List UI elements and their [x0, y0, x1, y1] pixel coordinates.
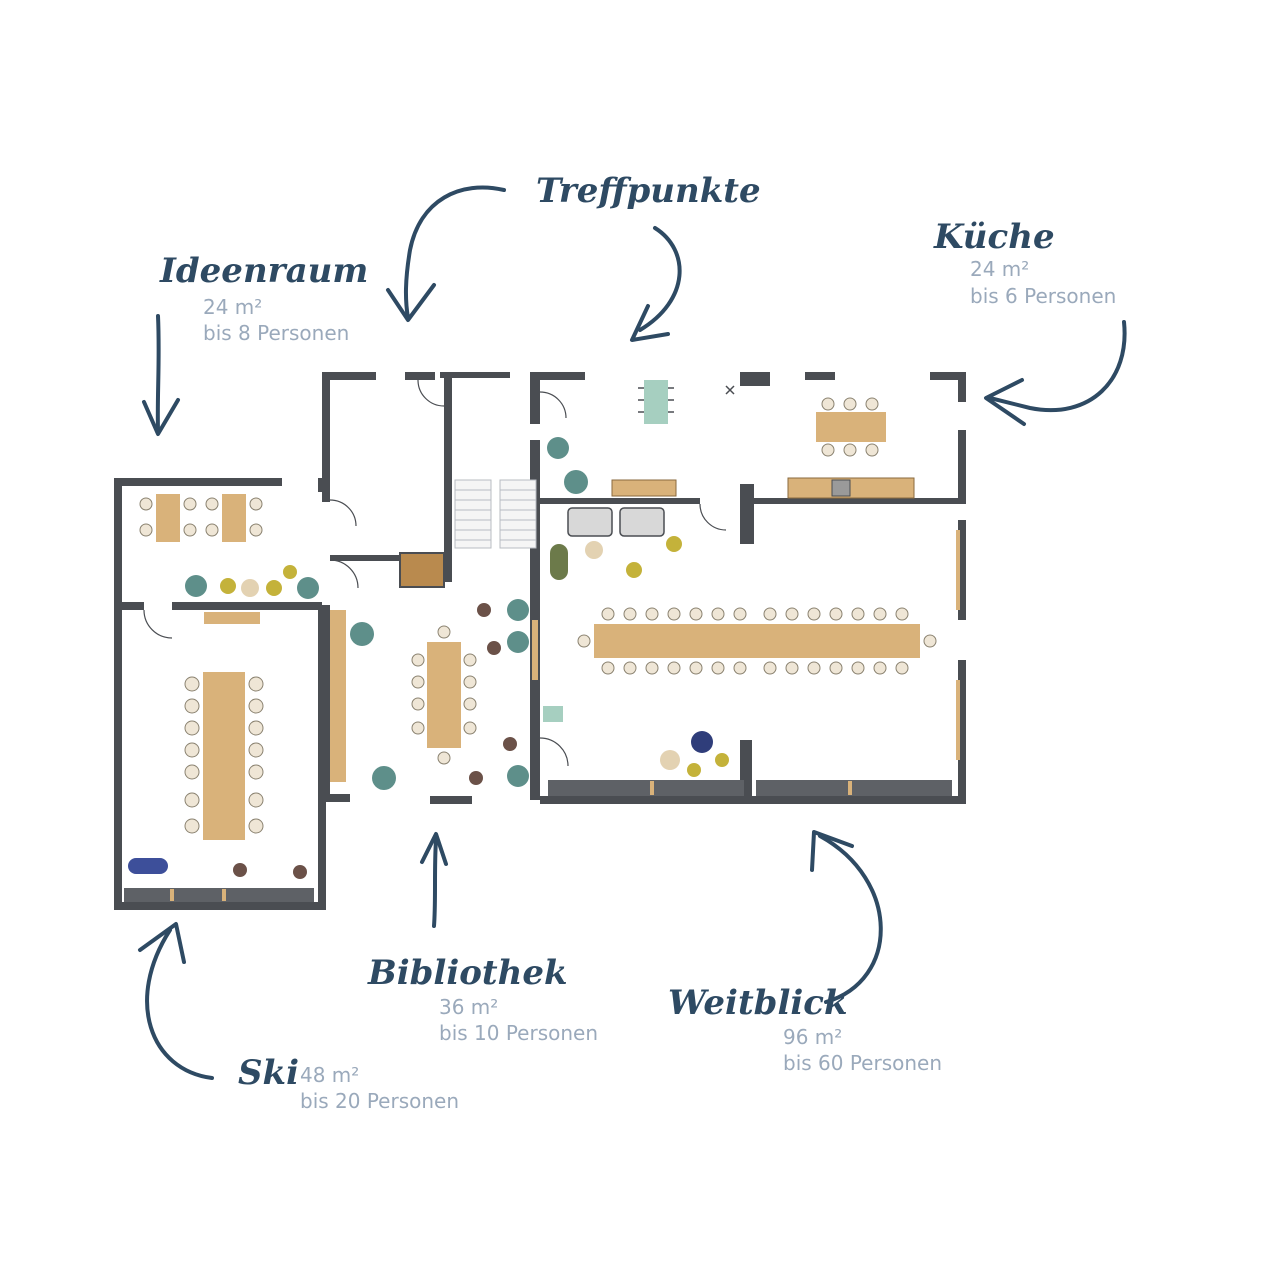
kueche-furniture — [787, 397, 915, 499]
room-name: Ideenraum — [159, 251, 368, 291]
bibliothek-arrow — [420, 832, 448, 928]
weitblick-arrow — [810, 830, 883, 1004]
room-name: Weitblick — [668, 983, 848, 1023]
ideenraum-arrow — [142, 314, 180, 436]
ski-arrow — [138, 922, 214, 1080]
room-capacity: bis 8 Personen — [203, 321, 349, 345]
kueche-label: Küche 24 m² bis 6 Personen — [933, 217, 1116, 308]
treffpunkte-left-arrow — [386, 185, 506, 322]
weitblick-label: Weitblick 96 m² bis 60 Personen — [668, 983, 942, 1075]
room-name: Bibliothek — [367, 953, 568, 993]
kueche-arrow — [984, 320, 1127, 426]
room-area: 24 m² — [203, 295, 262, 319]
bibliothek-label: Bibliothek 36 m² bis 10 Personen — [367, 953, 598, 1045]
labels: Ideenraum 24 m² bis 8 Personen Treffpunk… — [159, 171, 1116, 1113]
ski-label: Ski 48 m² bis 20 Personen — [238, 1053, 459, 1113]
room-area: 96 m² — [783, 1025, 842, 1049]
room-area: 48 m² — [300, 1063, 359, 1087]
storage-box — [399, 552, 445, 588]
weitblick-furniture — [543, 530, 960, 777]
room-capacity: bis 10 Personen — [439, 1021, 598, 1045]
room-capacity: bis 60 Personen — [783, 1051, 942, 1075]
room-area: 24 m² — [970, 257, 1029, 281]
bibliothek-furniture — [350, 599, 538, 790]
room-area: 36 m² — [439, 995, 498, 1019]
staircase — [454, 479, 537, 549]
room-name: Ski — [238, 1053, 299, 1093]
room-name: Treffpunkte — [536, 171, 761, 211]
window-benches — [124, 780, 952, 902]
room-name: Küche — [933, 217, 1055, 257]
treffpunkte-label: Treffpunkte — [536, 171, 761, 211]
ideenraum-furniture — [139, 494, 319, 599]
room-capacity: bis 6 Personen — [970, 284, 1116, 308]
arrows — [138, 185, 1127, 1080]
doors — [143, 379, 727, 767]
ideenraum-label: Ideenraum 24 m² bis 8 Personen — [159, 251, 368, 345]
treffpunkte-right-arrow — [630, 226, 682, 342]
treffpunkte-furniture — [547, 380, 735, 580]
ski-furniture — [128, 610, 346, 879]
room-capacity: bis 20 Personen — [300, 1089, 459, 1113]
